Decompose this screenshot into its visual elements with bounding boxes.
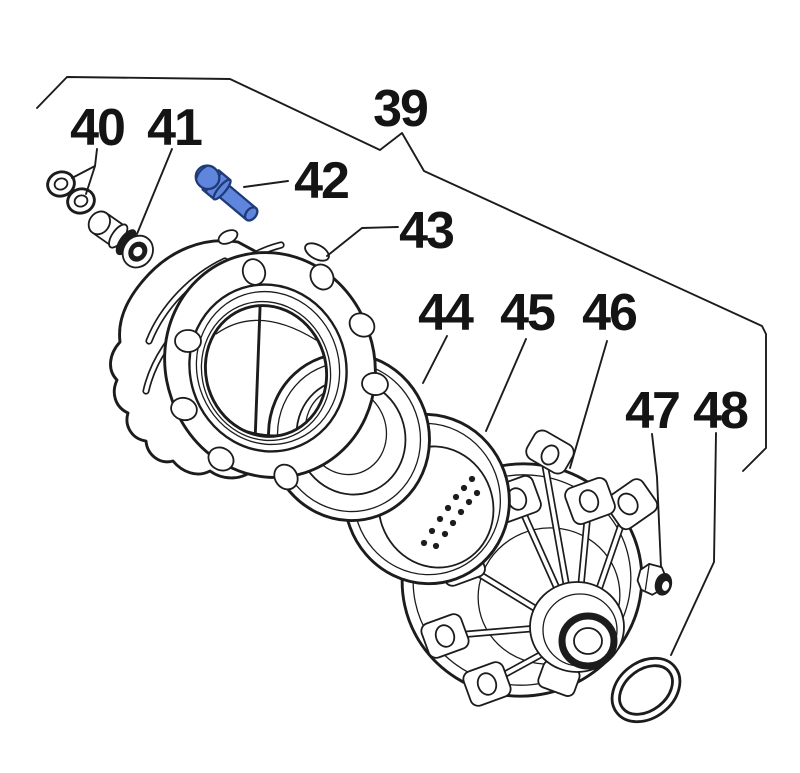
flange-ring <box>163 251 377 479</box>
part-label-41: 41 <box>147 99 202 157</box>
part-label-42: 42 <box>294 152 348 210</box>
leader-line-45 <box>485 338 527 432</box>
leader-line-42 <box>243 180 289 188</box>
part-label-47: 47 <box>625 382 679 440</box>
leader-line-46 <box>569 340 608 469</box>
part-label-39: 39 <box>373 80 427 138</box>
bracket-39 <box>36 76 767 472</box>
part-label-48: 48 <box>693 382 748 440</box>
leader-line-48 <box>670 432 717 656</box>
part-label-44: 44 <box>418 284 474 342</box>
part-48-o-ring <box>610 656 682 724</box>
leader-line-44 <box>422 335 448 384</box>
part-41-plug <box>87 210 154 269</box>
leader-line-47 <box>651 433 662 568</box>
part-43-bearing-housing <box>109 229 389 491</box>
leader-line-40b <box>85 165 96 195</box>
leader-line-41 <box>136 148 173 235</box>
part-label-45: 45 <box>500 284 555 342</box>
flange-bolt-holes <box>170 258 389 491</box>
part-42-stud-bolt-highlighted <box>194 164 259 222</box>
leader-lines <box>71 148 717 656</box>
leader-line-43 <box>326 226 399 257</box>
part-40-washers <box>46 170 96 215</box>
part-label-46: 46 <box>582 284 637 342</box>
part-labels: 39 40 41 42 43 44 45 46 47 48 <box>70 80 750 440</box>
part-label-40: 40 <box>70 99 124 157</box>
part-label-43: 43 <box>399 202 454 260</box>
bearing-balls <box>420 475 481 550</box>
part-47-hex-plug <box>636 563 673 596</box>
